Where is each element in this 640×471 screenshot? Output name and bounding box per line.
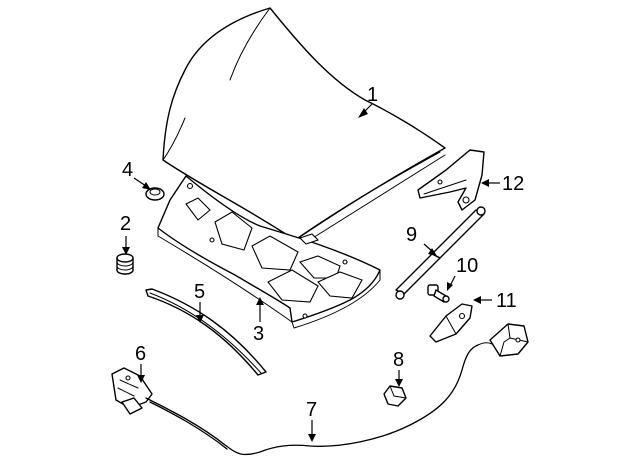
callout-8: 8 <box>393 349 404 371</box>
callout-4: 4 <box>122 159 133 181</box>
hood-seal <box>145 288 267 376</box>
callout-11: 11 <box>496 290 517 312</box>
callout-12: 12 <box>502 173 524 195</box>
callout-1: 1 <box>367 84 378 106</box>
release-cable <box>145 344 479 456</box>
hood-hinge <box>417 149 485 211</box>
callout-2: 2 <box>120 213 131 235</box>
callout-9: 9 <box>406 224 417 246</box>
callout-3: 3 <box>253 323 264 345</box>
callout-7: 7 <box>306 399 317 421</box>
cable-clip <box>383 385 407 407</box>
hood-bumper <box>145 187 165 201</box>
callout-5: 5 <box>194 281 205 303</box>
latch-bracket <box>429 303 473 343</box>
leader-lines <box>122 103 500 442</box>
striker-pin <box>427 284 450 303</box>
hood-lift-support <box>395 206 486 300</box>
callout-6: 6 <box>135 343 146 365</box>
callout-10: 10 <box>456 255 478 277</box>
hood-inner-panel <box>157 175 381 329</box>
hood-cushion <box>116 253 134 275</box>
hood-latch <box>477 323 529 357</box>
release-handle <box>111 367 153 415</box>
